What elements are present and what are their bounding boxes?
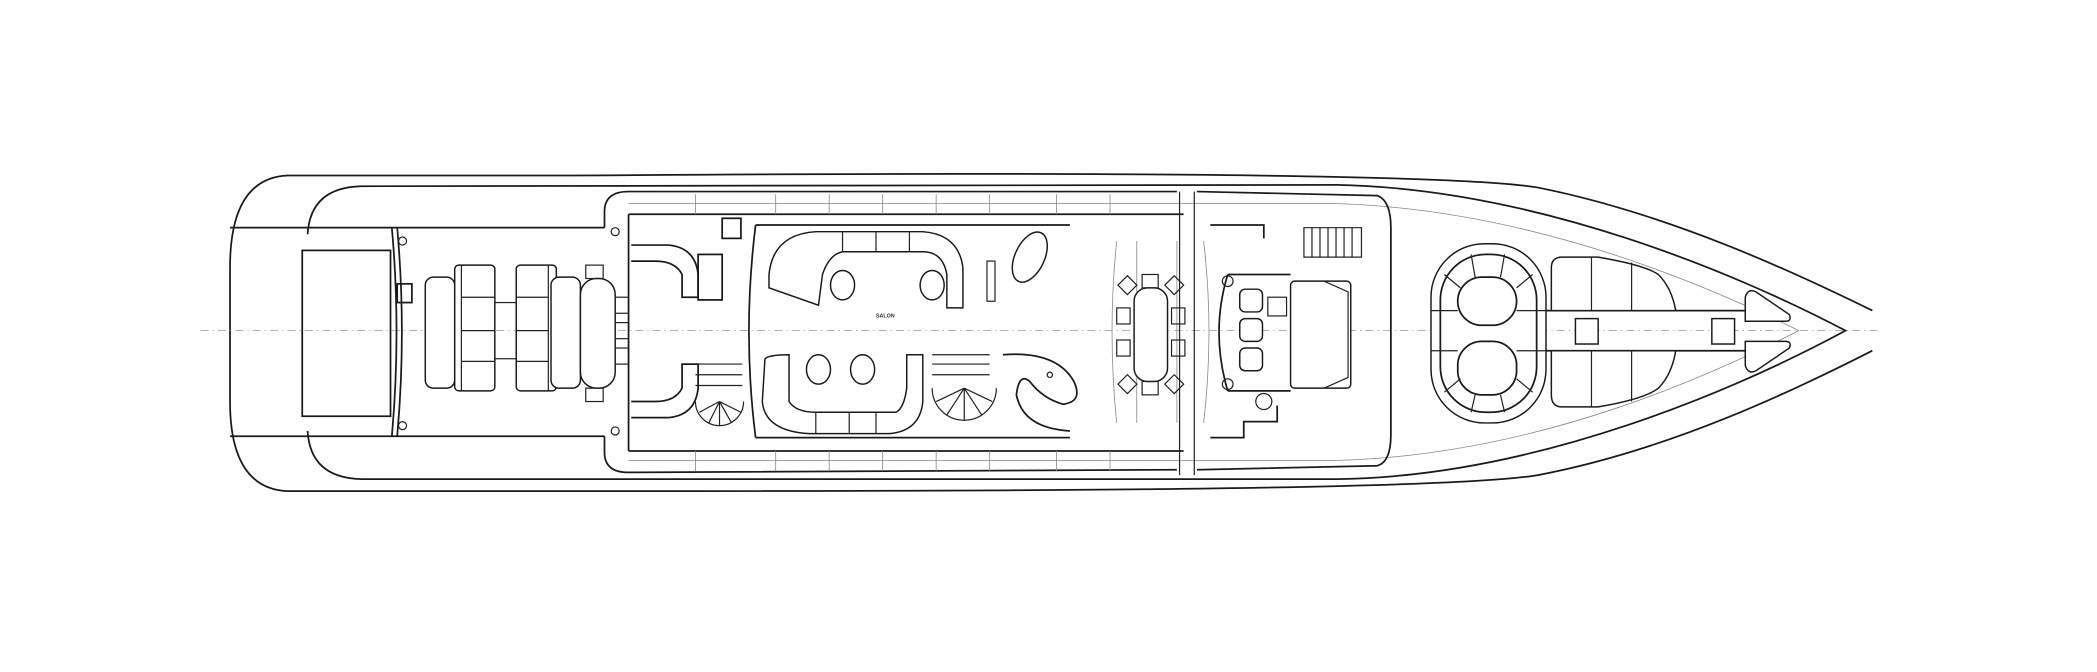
ottoman [849,353,876,385]
frame-divider [1178,191,1195,476]
sun-cushion-bottom [1550,349,1677,408]
sofa-aft-cushion [424,276,456,389]
dining-table [1133,287,1169,383]
sun-cushion-top [1550,256,1677,312]
stairs-up [1303,227,1363,258]
salon-sofa-bottom-seams [815,412,877,434]
armchair [1239,317,1264,343]
sofa-aft-seams [460,265,495,391]
salon-sofa-top-seams [841,231,911,252]
salon-label: SALON [876,313,895,319]
gunwale-line [306,184,1848,480]
lounge-end-table [1221,378,1234,391]
round-table [1255,392,1273,411]
window-mullions [695,194,1111,472]
fwd-lobby-wall [1210,224,1279,439]
sunpad-well-top [1456,276,1518,327]
salon-wall [748,224,1070,439]
deck-hatch-fwd [1574,317,1599,345]
transom-platform [301,249,392,418]
anchor-bracket-bottom [1744,340,1791,373]
cleat-icons [397,227,620,436]
superstructure-inner [627,213,1184,452]
dining-chairs [1116,273,1186,396]
sofa-aft [453,264,496,392]
anchor-bracket-top [1744,289,1791,323]
helm-sofa-back [1323,280,1349,389]
helm-sofa [1289,280,1352,389]
sofa-fwd-seams [516,265,549,391]
ottoman [829,269,856,301]
deck-hatch [396,282,413,304]
armchair [1239,288,1264,313]
sunpad-inner [1439,253,1538,414]
salon-sofa-top [768,230,964,309]
armchair [1239,347,1264,372]
aft-dining-chairs [585,264,630,403]
salon-side-table [986,260,996,302]
spiral-stair-salon [931,354,997,421]
curved-bar [1002,353,1078,432]
aft-dining-table [579,277,616,389]
pantry-box [721,217,742,240]
aft-rail [390,227,403,437]
ottoman [805,353,832,385]
lobby-cabinet [697,253,724,301]
sun-cushion-seams [1590,257,1633,407]
lounge-end-table [1221,275,1234,288]
sunpad-well-bottom [1456,340,1518,396]
spiral-stair-aft [694,363,745,427]
superstructure-outline [603,190,1392,474]
planter [1011,231,1048,283]
lobby-counter-top [631,244,699,299]
bar-stool [1046,371,1054,379]
lounge-sofa [1218,273,1291,392]
deck-hatch-bow [1711,317,1736,345]
ottoman [919,269,945,301]
hull-outline [229,173,1873,493]
sunpad-seams [1430,254,1547,413]
dining-zone-lines [1111,240,1210,423]
sofa-fwd-cushion [550,276,582,389]
console [1267,296,1288,317]
salon-sofa-bottom [761,353,924,435]
lobby-counter-bottom [631,363,699,419]
sunpad-frame [1430,242,1547,424]
side-deck-line [628,203,1800,461]
